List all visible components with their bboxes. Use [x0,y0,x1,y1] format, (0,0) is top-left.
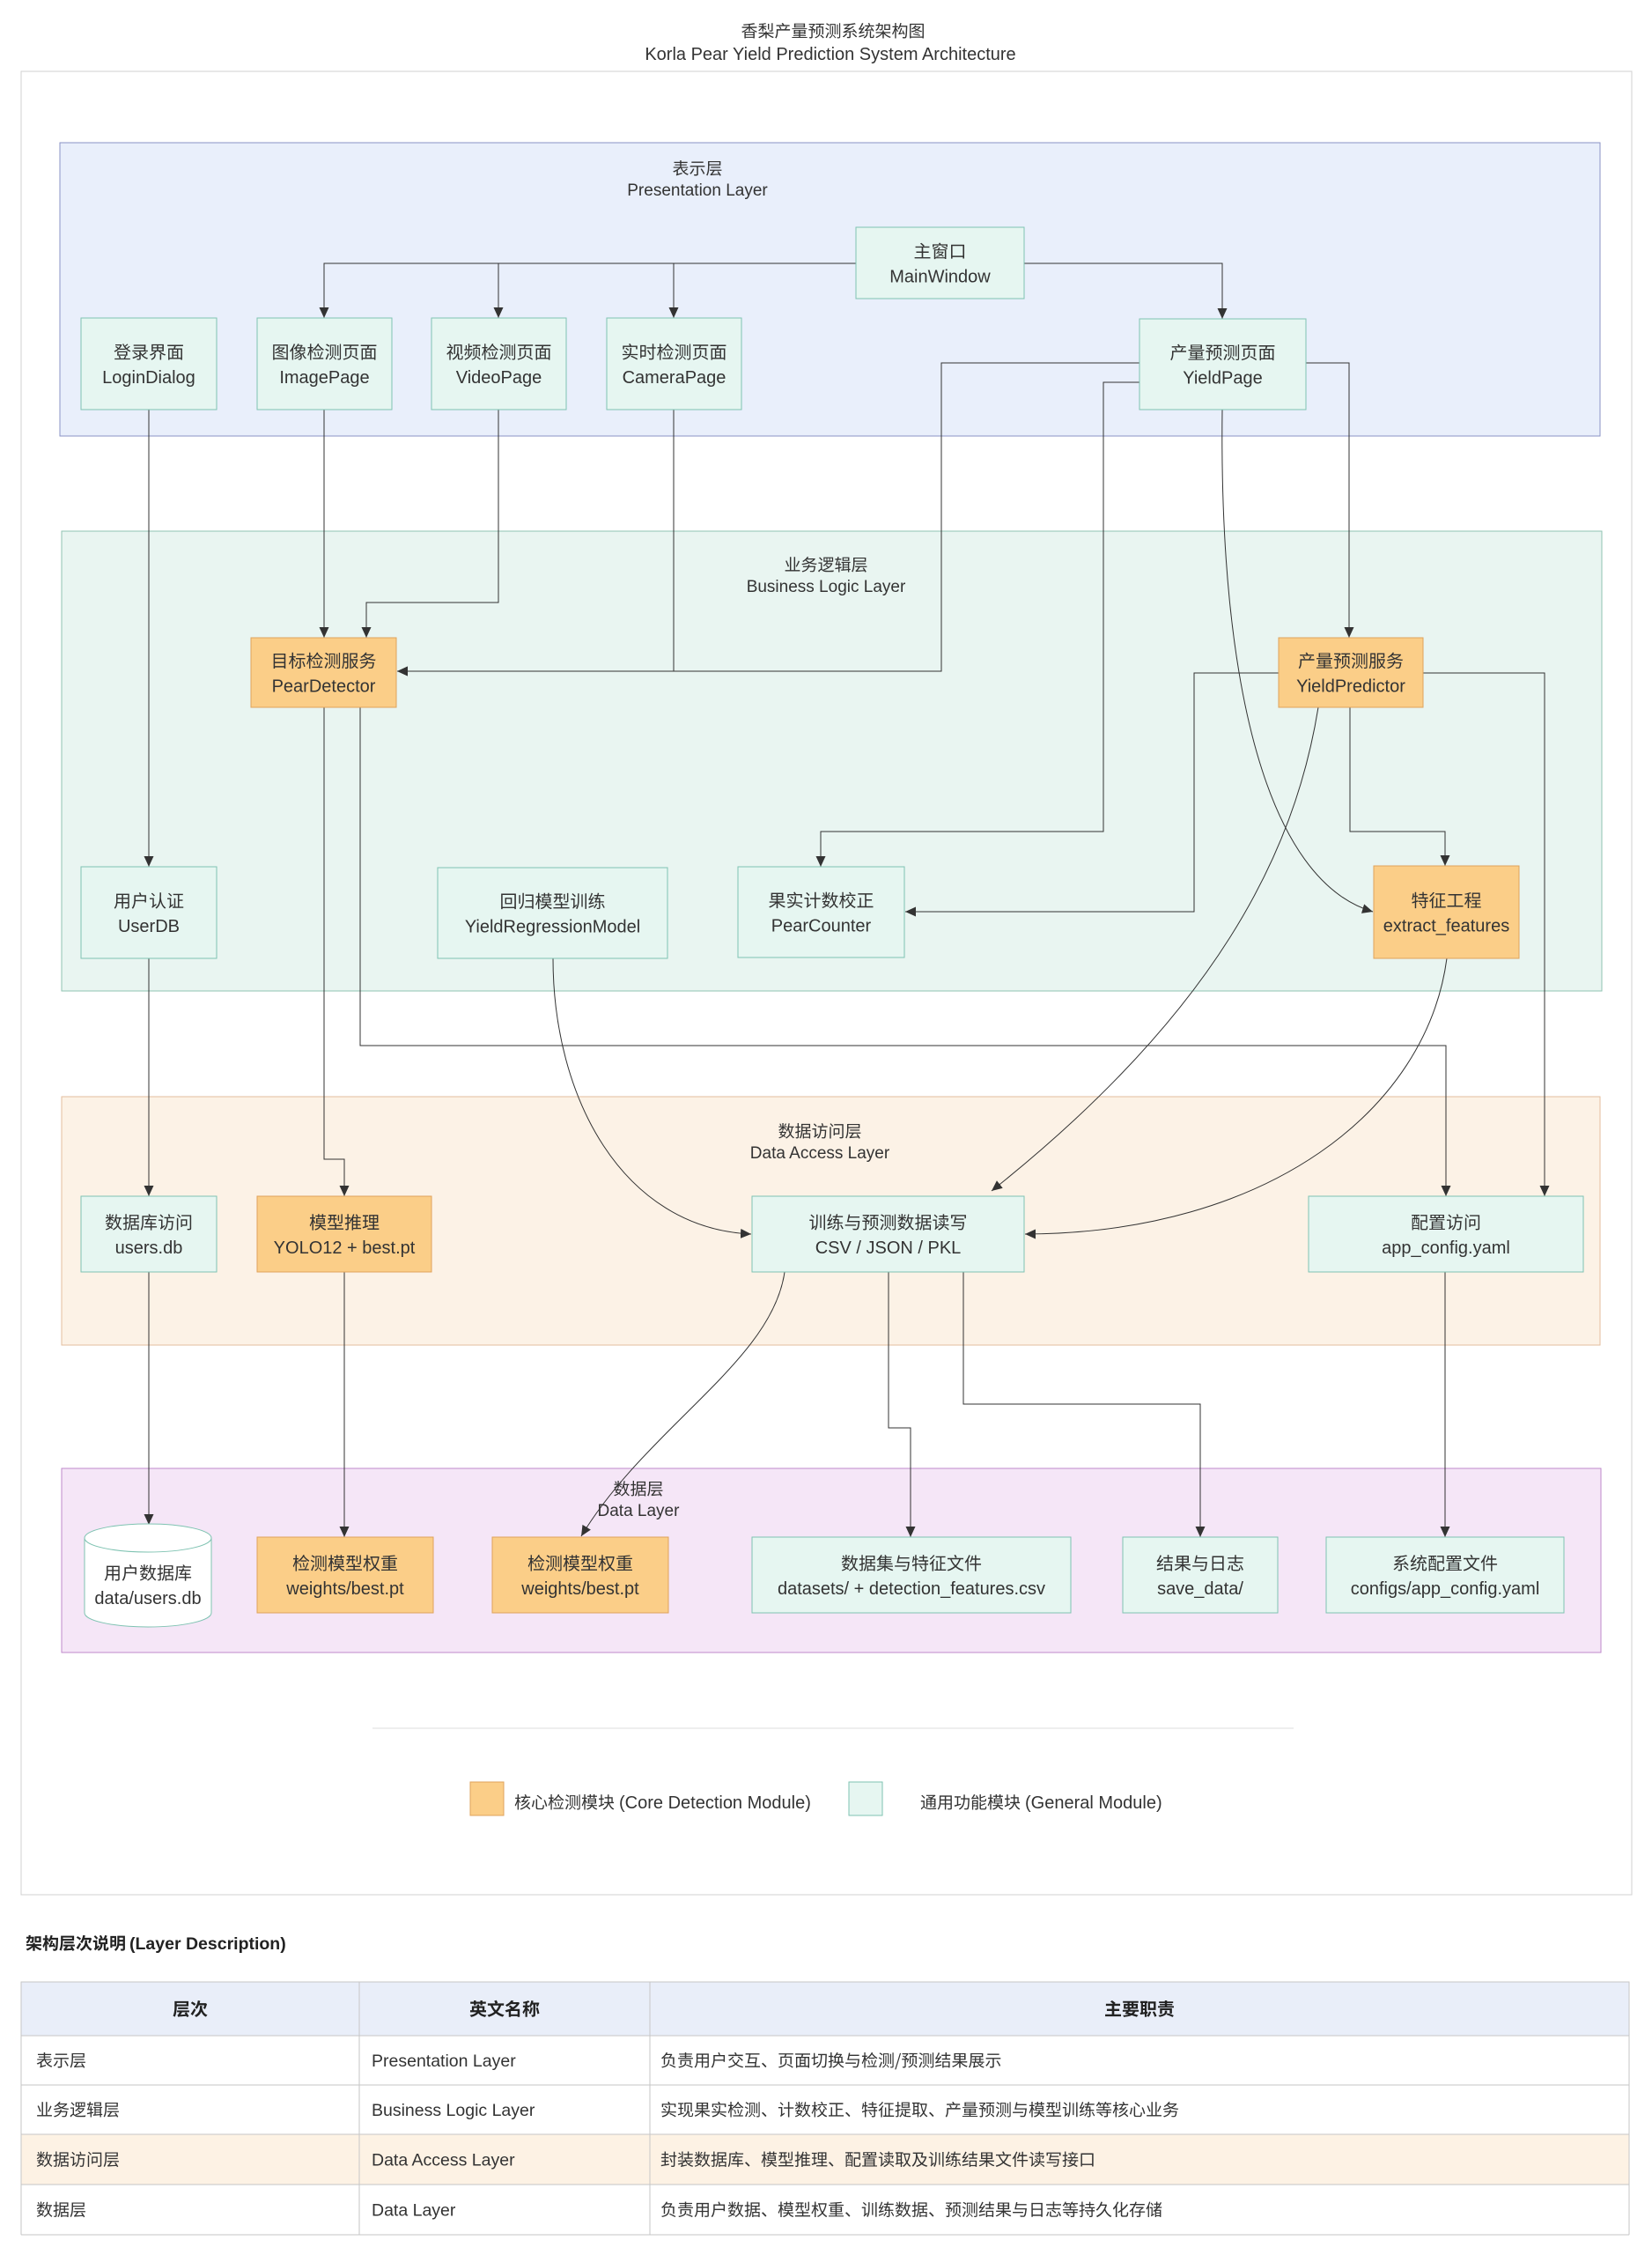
svg-text:weights/best.pt: weights/best.pt [520,1579,639,1599]
svg-text:(General Module): (General Module) [1025,1793,1162,1813]
svg-text:Korla Pear Yield Prediction Sy: Korla Pear Yield Prediction System Archi… [645,45,1015,64]
svg-text:Data Access Layer: Data Access Layer [750,1144,890,1163]
svg-text:PearDetector: PearDetector [272,677,376,697]
svg-text:data/users.db: data/users.db [94,1589,201,1608]
svg-text:Data Access Layer: Data Access Layer [372,2151,515,2170]
svg-text:MainWindow: MainWindow [889,268,991,287]
svg-text:CSV / JSON / PKL: CSV / JSON / PKL [815,1238,962,1258]
svg-text:Business Logic Layer: Business Logic Layer [372,2101,535,2120]
svg-text:save_data/: save_data/ [1157,1579,1243,1599]
svg-text:users.db: users.db [115,1238,183,1258]
svg-text:YieldRegressionModel: YieldRegressionModel [465,918,640,937]
svg-text:Data Layer: Data Layer [598,1502,681,1520]
svg-text:extract_features: extract_features [1383,917,1509,936]
svg-text:datasets/ + detection_features: datasets/ + detection_features.csv [778,1579,1045,1599]
svg-text:Presentation Layer: Presentation Layer [627,181,768,200]
svg-text:configs/app_config.yaml: configs/app_config.yaml [1351,1579,1540,1599]
svg-text:Data Layer: Data Layer [372,2201,456,2221]
svg-text:VideoPage: VideoPage [456,368,542,388]
svg-text:app_config.yaml: app_config.yaml [1382,1238,1510,1258]
svg-text:weights/best.pt: weights/best.pt [285,1579,404,1599]
svg-text:UserDB: UserDB [118,917,180,936]
svg-text:YOLO12 + best.pt: YOLO12 + best.pt [274,1238,416,1258]
svg-text:YieldPredictor: YieldPredictor [1296,677,1405,697]
svg-text:(Core Detection Module): (Core Detection Module) [619,1793,811,1813]
svg-text:PearCounter: PearCounter [771,917,872,936]
svg-text:Presentation Layer: Presentation Layer [372,2052,516,2071]
svg-text:LoginDialog: LoginDialog [102,368,195,388]
svg-text:YieldPage: YieldPage [1183,369,1262,388]
svg-text:Business Logic Layer: Business Logic Layer [747,578,906,596]
svg-text:ImagePage: ImagePage [279,368,369,388]
svg-text:CameraPage: CameraPage [623,368,726,388]
svg-text:(Layer Description): (Layer Description) [129,1934,286,1954]
